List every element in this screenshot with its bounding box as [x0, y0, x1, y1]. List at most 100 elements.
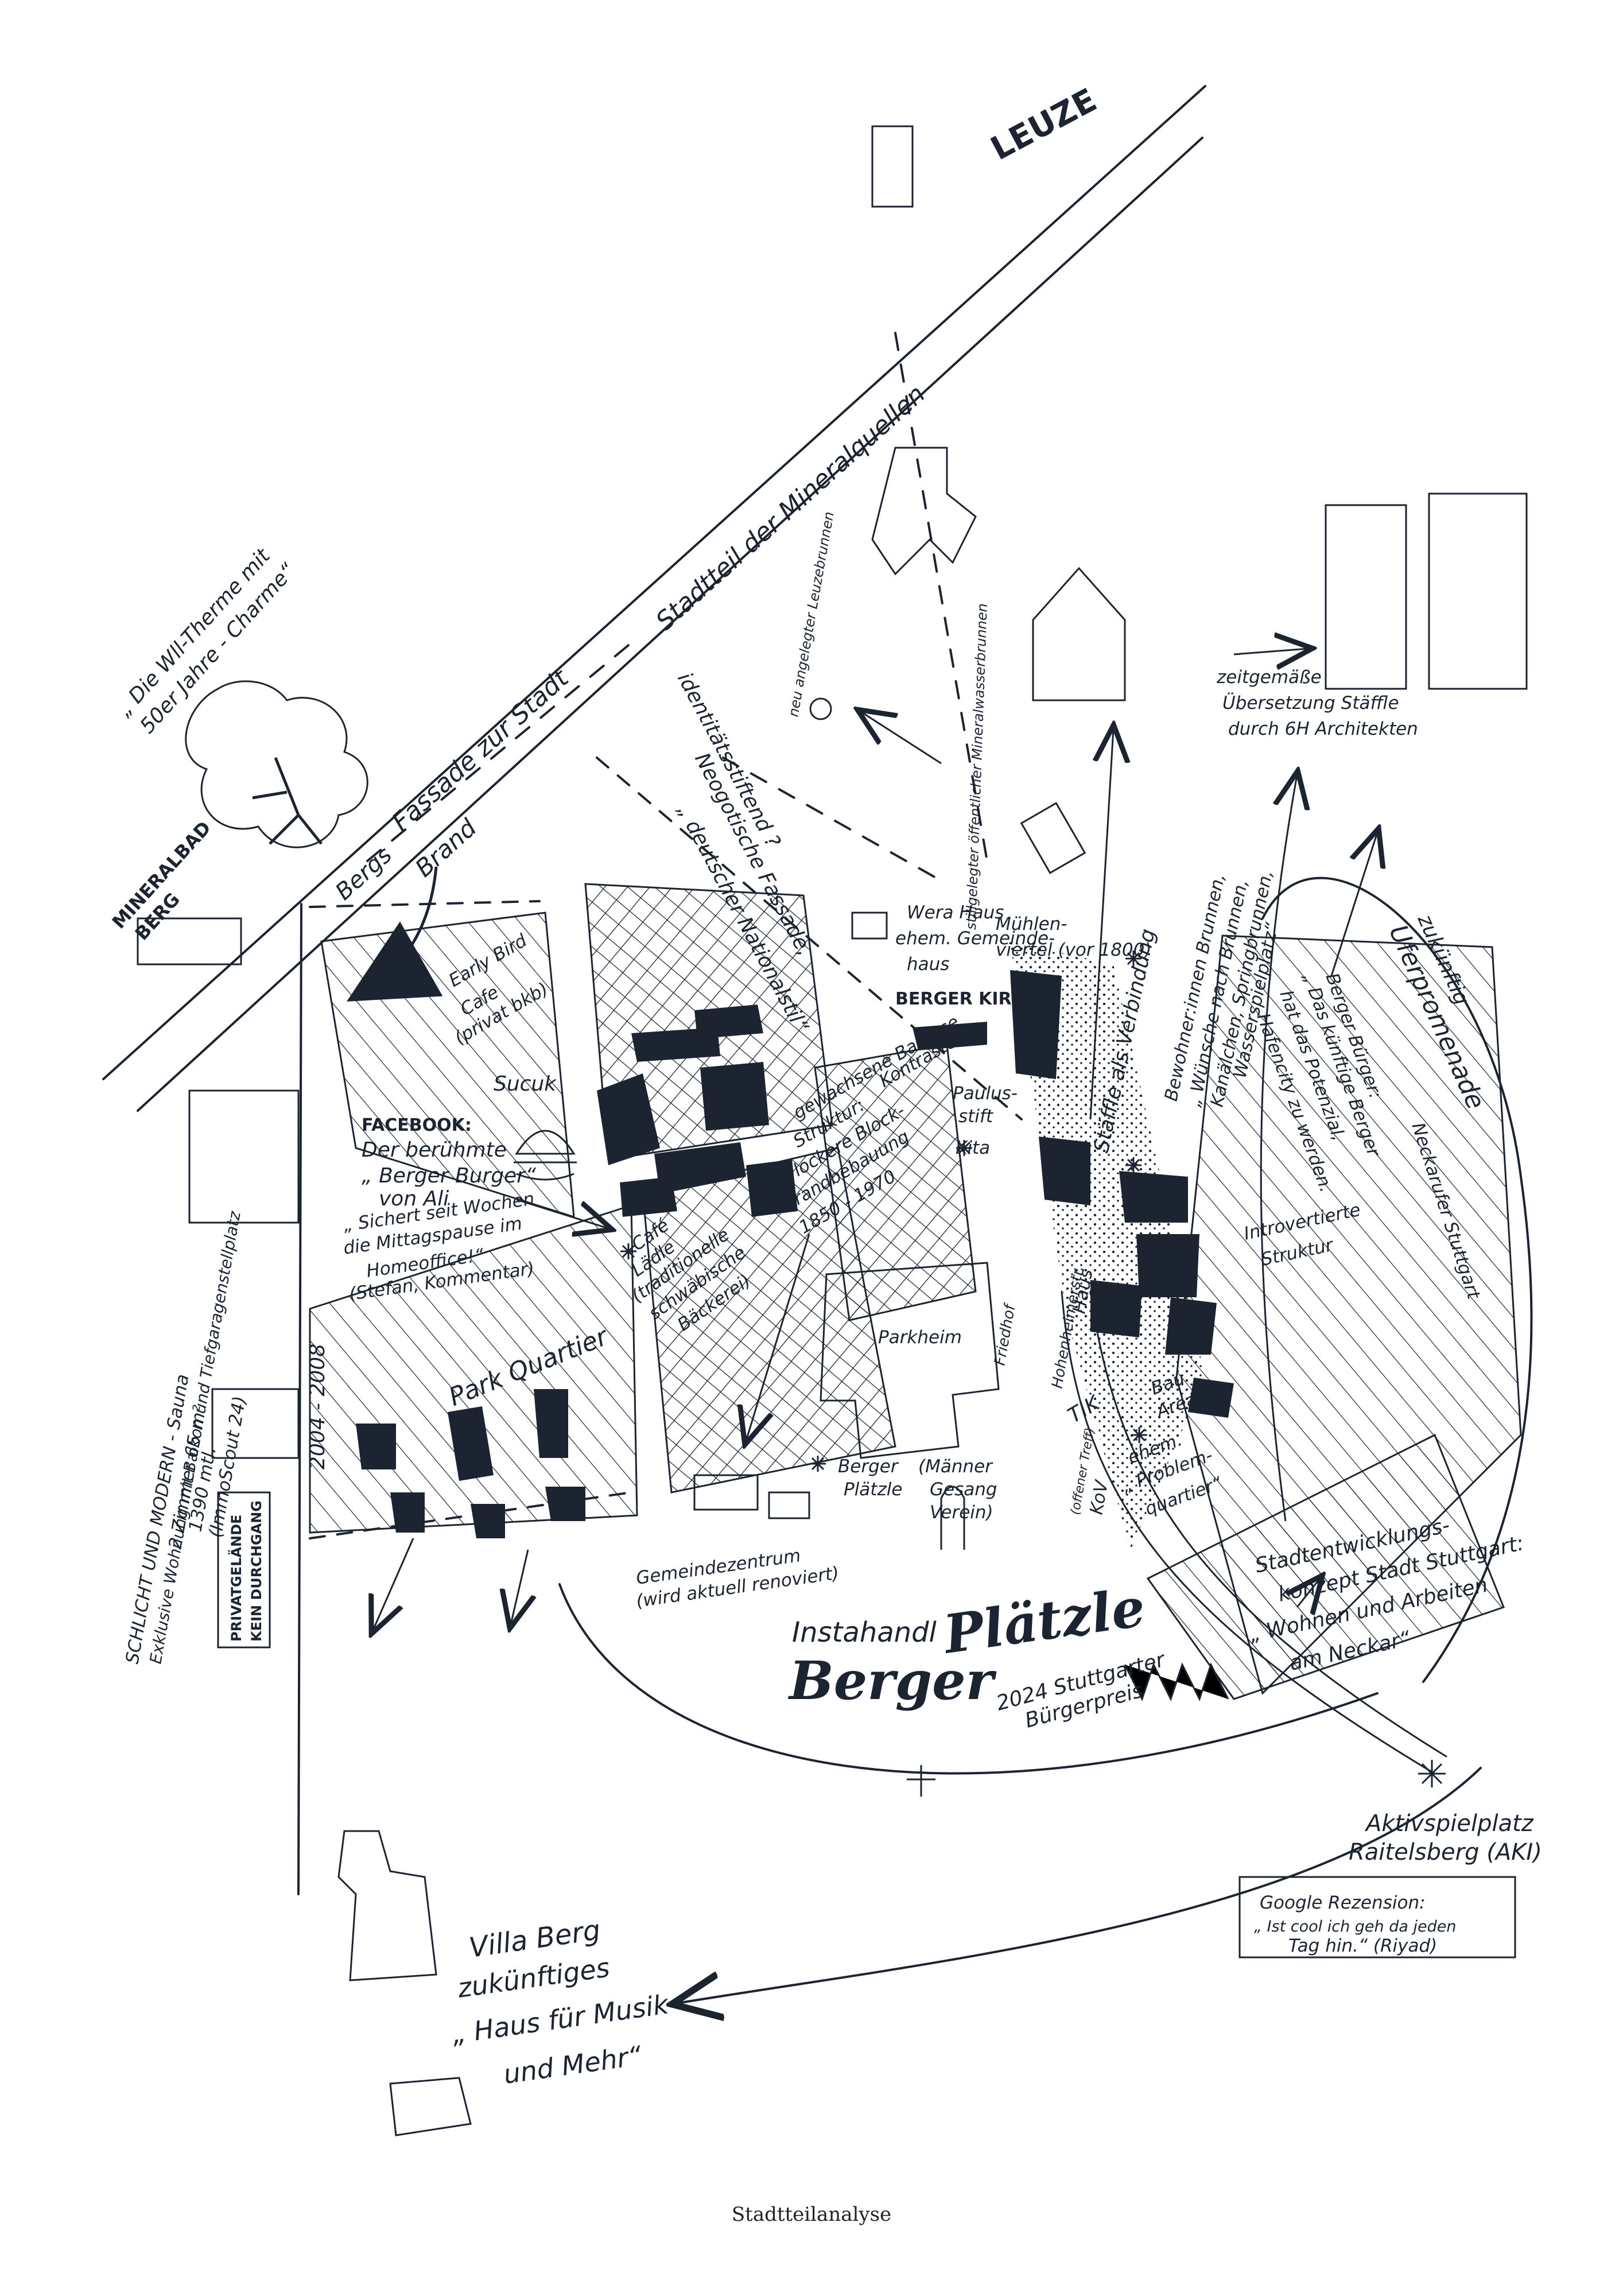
- label-fassade-stadt: Fassade zur Stadt: [386, 663, 575, 837]
- west-building-outline-2: [211, 1388, 300, 1459]
- star-icon-cafe: [620, 1243, 636, 1259]
- arrow-brand: [346, 866, 443, 1002]
- star-icon-plaetzle: [810, 1456, 826, 1472]
- label-berger-plaetzle-small-2: Plätzle: [844, 1479, 902, 1500]
- markers-layer: [514, 697, 1446, 1797]
- plaetzle-arch: [940, 1486, 965, 1550]
- label-google-1: Google Rezension:: [1260, 1892, 1426, 1913]
- arrow-promenade: [1330, 832, 1377, 976]
- villa-curve-arrow: [677, 1767, 1482, 2003]
- building-block: [1136, 1234, 1199, 1297]
- label-villa-4: und Mehr“: [502, 2040, 643, 2090]
- parkheim-outline: [820, 1262, 1000, 1459]
- label-berger: Berger: [787, 1650, 997, 1712]
- label-paulus-1: Paulus-: [953, 1083, 1018, 1104]
- label-privat-2: KEIN DURCHGANG: [249, 1500, 265, 1642]
- label-stillgelegt: stillgelegter öffentlicher Mineralwasser…: [963, 603, 991, 930]
- label-facebook-4: von Ali: [379, 1187, 449, 1211]
- star-icon-staffel: [1125, 1157, 1141, 1173]
- building-block: [448, 1406, 494, 1481]
- cross-icon: [907, 1765, 935, 1797]
- dashed-diagonal-1: [722, 757, 948, 885]
- arrow-gewachsene: [746, 1234, 810, 1441]
- tram-outline: [1020, 802, 1086, 874]
- google-review-box: [1238, 1876, 1516, 1958]
- tree-icon: [185, 680, 368, 848]
- label-privat-1: PRIVATGELÄNDE: [228, 1515, 244, 1642]
- arrow-bewohner: [1089, 729, 1113, 1120]
- labels-layer: LEUZE Stadtteil der Mineralquellen Fassa…: [108, 82, 1542, 2090]
- gemeindezentrum-outline-2: [768, 1491, 810, 1519]
- label-zeitgemaess-2: Übersetzung Stäffle: [1222, 692, 1399, 713]
- label-instahandl: Instahandl: [792, 1616, 937, 1649]
- label-facebook-1: FACEBOOK:: [362, 1115, 472, 1135]
- label-therme-1: „ Die Wll-Therme mit: [112, 544, 275, 721]
- label-plaetzle: Plätzle: [938, 1576, 1149, 1666]
- arrow-north-dir: [1260, 775, 1297, 1522]
- label-wera-2: ehem. Gemeinde-: [895, 928, 1055, 949]
- building-block-berger-kirche: [913, 1022, 987, 1050]
- label-wera-1: Wera Haus: [907, 902, 1004, 923]
- cross-hatch-area-kirche: [814, 1044, 977, 1321]
- church-sketch-outline: [871, 447, 977, 576]
- label-zeitgemaess-3: durch 6H Architekten: [1228, 719, 1418, 739]
- villa-berg-outline: [337, 1830, 437, 1981]
- label-maenner-2: Gesang: [930, 1479, 997, 1500]
- label-aktiv-1: Aktivspielplatz: [1364, 1810, 1534, 1837]
- outline-buildings: [137, 125, 1528, 2136]
- privat-sign-box: [217, 1491, 271, 1649]
- building-block: [1090, 1280, 1142, 1337]
- wera-haus-outline: [851, 912, 888, 940]
- label-zeitgemaess-1: zeitgemäße: [1216, 667, 1322, 688]
- page-caption: Stadtteilanalyse: [731, 2203, 892, 2226]
- label-muehlen-1: Mühlen-: [996, 914, 1067, 934]
- building-block: [1119, 1171, 1188, 1223]
- label-tik-3: KoV: [1086, 1477, 1112, 1516]
- west-road-line: [297, 903, 302, 1895]
- building-block: [471, 1504, 505, 1538]
- label-kita: Kita: [956, 1138, 990, 1158]
- star-icon-tik: [1131, 1427, 1147, 1443]
- building-block: [545, 1487, 585, 1521]
- building-block: [654, 1142, 746, 1194]
- dashed-west-frame: [309, 900, 541, 908]
- leuze-building-outline: [871, 125, 914, 208]
- label-muehlen-2: viertel (vor 1800): [996, 940, 1151, 960]
- label-leuze: LEUZE: [985, 82, 1103, 168]
- label-bergs: Bergs: [331, 841, 397, 905]
- building-block: [1165, 1297, 1217, 1355]
- building-block: [534, 1389, 568, 1458]
- zigzag-icon: [1124, 1662, 1229, 1701]
- arrows-layer: [346, 649, 1377, 1630]
- arrow-neugotisch: [861, 712, 942, 765]
- modern-building-outline-2: [1428, 492, 1528, 690]
- main-road-line-a: [102, 85, 1206, 1080]
- label-maenner-3: Verein): [930, 1502, 993, 1523]
- building-block: [356, 1424, 396, 1469]
- label-sucuk: Sucuk: [494, 1072, 557, 1096]
- building-block: [620, 1177, 677, 1217]
- label-berger-kirche: BERGER KIRCHE: [895, 989, 1050, 1009]
- main-road-line-b: [137, 137, 1203, 1112]
- buildings-layer: [356, 970, 1234, 1538]
- road-to-plaetzle-2: [1061, 1290, 1436, 1775]
- label-google-3: Tag hin.“ (Riyad): [1288, 1936, 1437, 1956]
- dashed-lower-west: [309, 1491, 632, 1539]
- star-icon-kita: [956, 1140, 972, 1156]
- mineralbad-outline: [137, 917, 242, 965]
- label-parkheim: Parkheim: [878, 1327, 962, 1348]
- label-stadtteil: Stadtteil der Mineralquellen: [650, 379, 931, 636]
- arrow-park-quartier-2: [511, 1549, 528, 1624]
- burger-icon: [514, 1130, 577, 1181]
- dashed-diagonal-2: [894, 332, 988, 862]
- label-maenner-1: (Männer: [918, 1456, 993, 1477]
- label-years: 2004 - 2008: [306, 1344, 329, 1469]
- label-friedhof: Friedhof: [991, 1301, 1019, 1367]
- label-berger-plaetzle-small-1: Berger: [838, 1456, 899, 1477]
- label-facebook-3: „ Berger Burger“: [362, 1164, 536, 1188]
- gemeindezentrum-outline: [693, 1474, 759, 1511]
- building-block: [1010, 970, 1062, 1079]
- arrow-stadtentw: [1297, 1578, 1320, 1607]
- dashed-diagonal-3: [366, 642, 632, 862]
- hatch-area-east-lower: [1146, 1433, 1505, 1700]
